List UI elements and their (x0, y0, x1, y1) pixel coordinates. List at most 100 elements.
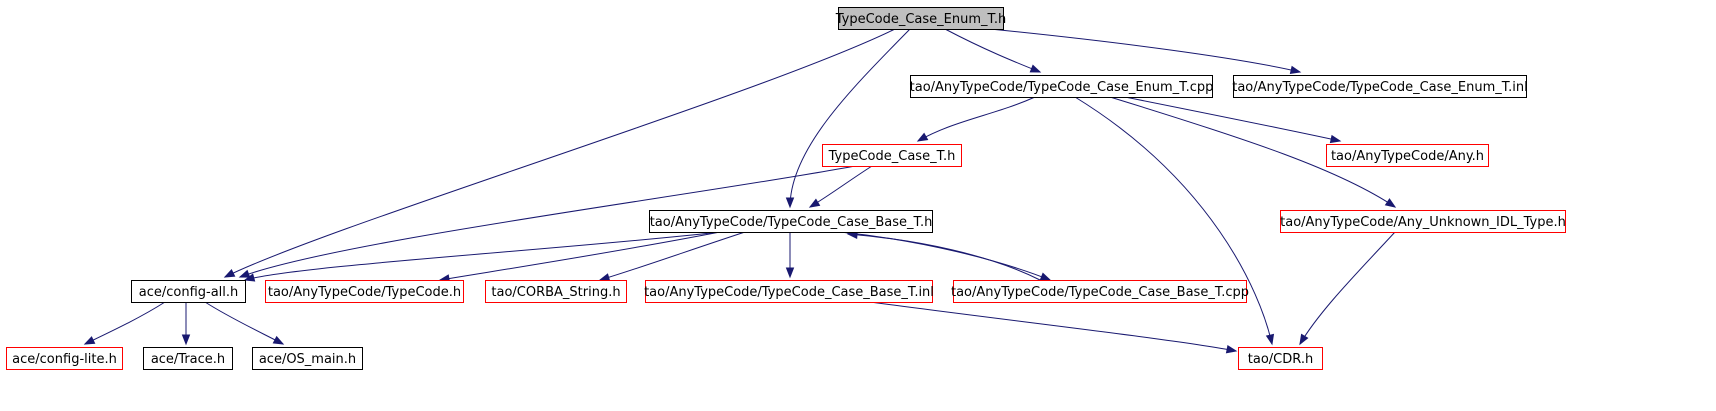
node-label[interactable]: ace/config-all.h (139, 285, 239, 300)
arrowhead-icon (243, 273, 256, 282)
edge-line (1124, 96, 1341, 142)
node-config-all-h[interactable]: ace/config-all.h (131, 280, 246, 303)
node-box[interactable] (953, 280, 1247, 303)
node-box[interactable] (1238, 347, 1323, 370)
node-label[interactable]: tao/CDR.h (1248, 352, 1313, 367)
node-label[interactable]: tao/CORBA_String.h (491, 285, 620, 300)
node-box[interactable] (143, 347, 233, 370)
edge-case_t_h-to-case_base_h (808, 165, 873, 208)
node-label[interactable]: tao/AnyTypeCode/Any.h (1331, 149, 1484, 164)
edge-case_enum_cpp-to-any_h (1124, 96, 1342, 144)
node-case-enum-cpp[interactable]: tao/AnyTypeCode/TypeCode_Case_Enum_T.cpp (910, 75, 1214, 98)
arrowhead-icon (83, 336, 96, 345)
arrowhead-icon (1299, 333, 1309, 346)
node-box[interactable] (822, 144, 962, 167)
edge-line (239, 165, 856, 278)
edges-layer (83, 28, 1397, 354)
arrowhead-icon (272, 335, 285, 345)
node-label[interactable]: tao/AnyTypeCode/TypeCode_Case_Base_T.cpp (951, 285, 1249, 300)
arrowhead-icon (1384, 198, 1397, 208)
edge-line (244, 231, 721, 281)
node-case-t-h[interactable]: TypeCode_Case_T.h (822, 144, 962, 167)
edge-line (224, 28, 896, 278)
node-box[interactable] (252, 347, 363, 370)
node-box[interactable] (6, 347, 123, 370)
edge-config_all_h-to-trace_h (181, 302, 191, 346)
nodes-layer: TypeCode_Case_Enum_T.h tao/AnyTypeCode/Ty… (6, 7, 1566, 370)
node-config-lite-h[interactable]: ace/config-lite.h (6, 347, 123, 370)
edge-line (944, 28, 1041, 73)
node-label[interactable]: TypeCode_Case_T.h (828, 149, 956, 164)
node-box[interactable] (265, 280, 464, 303)
node-label[interactable]: ace/Trace.h (151, 352, 225, 367)
arrowhead-icon (785, 267, 795, 279)
arrowhead-icon (181, 334, 191, 346)
edge-line (917, 96, 1036, 142)
arrowhead-icon (598, 273, 611, 282)
node-case-base-cpp[interactable]: tao/AnyTypeCode/TypeCode_Case_Base_T.cpp (951, 280, 1249, 303)
node-trace-h[interactable]: ace/Trace.h (143, 347, 233, 370)
edge-case_base_h-to-typecode_h (438, 231, 721, 283)
edge-config_all_h-to-config_lite_h (83, 301, 166, 345)
edge-case_base_h-to-case_base_inl (785, 231, 795, 279)
edge-root-to-case_enum_inl (989, 28, 1302, 74)
node-box[interactable] (910, 75, 1213, 98)
node-label[interactable]: tao/AnyTypeCode/Any_Unknown_IDL_Type.h (1280, 215, 1566, 230)
edge-config_all_h-to-os_main_h (204, 301, 285, 345)
arrowhead-icon (1029, 64, 1042, 73)
edge-line (84, 301, 166, 345)
node-root[interactable]: TypeCode_Case_Enum_T.h (835, 7, 1007, 30)
edge-case_enum_cpp-to-any_unknown_h (1109, 96, 1397, 208)
node-box[interactable] (131, 280, 246, 303)
node-corba-string-h[interactable]: tao/CORBA_String.h (485, 280, 627, 303)
edge-case_enum_cpp-to-case_t_h (916, 96, 1036, 142)
node-label[interactable]: tao/AnyTypeCode/TypeCode_Case_Enum_T.inl (1232, 80, 1528, 95)
arrowhead-icon (808, 198, 821, 208)
edge-line (989, 28, 1301, 73)
node-box[interactable] (838, 7, 1004, 30)
node-box[interactable] (1233, 75, 1527, 98)
node-case-enum-inl[interactable]: tao/AnyTypeCode/TypeCode_Case_Enum_T.inl (1232, 75, 1528, 98)
node-box[interactable] (485, 280, 627, 303)
arrowhead-icon (238, 269, 251, 278)
node-box[interactable] (1280, 210, 1566, 233)
node-any-unknown-h[interactable]: tao/AnyTypeCode/Any_Unknown_IDL_Type.h (1280, 210, 1566, 233)
edge-line (839, 231, 1051, 281)
edge-line (1109, 96, 1396, 208)
arrowhead-icon (1329, 134, 1342, 144)
arrowhead-icon (1225, 345, 1238, 354)
edge-case_base_h-to-corba_string_h (598, 231, 746, 282)
node-label[interactable]: ace/OS_main.h (259, 352, 356, 367)
edge-line (847, 233, 1041, 281)
node-label[interactable]: tao/AnyTypeCode/TypeCode_Case_Enum_T.cpp (910, 80, 1214, 95)
edge-case_base_h-to-config_all_h (243, 231, 721, 282)
node-os-main-h[interactable]: ace/OS_main.h (252, 347, 363, 370)
node-label[interactable]: tao/AnyTypeCode/TypeCode_Case_Base_T.h (650, 215, 933, 230)
node-box[interactable] (645, 280, 933, 303)
edge-line (439, 231, 721, 281)
node-box[interactable] (649, 210, 933, 233)
arrowhead-icon (223, 268, 236, 278)
arrowhead-icon (1289, 65, 1302, 74)
edge-line (1074, 96, 1273, 345)
edge-line (1299, 231, 1396, 345)
edge-line (789, 28, 911, 208)
node-typecode-h[interactable]: tao/AnyTypeCode/TypeCode.h (265, 280, 464, 303)
edge-any_unknown_h-to-cdr_h (1299, 231, 1396, 346)
node-any-h[interactable]: tao/AnyTypeCode/Any.h (1326, 144, 1489, 167)
node-cdr-h[interactable]: tao/CDR.h (1238, 347, 1323, 370)
node-case-base-inl[interactable]: tao/AnyTypeCode/TypeCode_Case_Base_T.inl (644, 280, 934, 303)
edge-root-to-config_all_h (223, 28, 896, 278)
node-label[interactable]: tao/AnyTypeCode/TypeCode_Case_Base_T.inl (644, 285, 934, 300)
node-case-base-h[interactable]: tao/AnyTypeCode/TypeCode_Case_Base_T.h (649, 210, 933, 233)
edge-case_enum_cpp-to-cdr_h (1074, 96, 1275, 346)
node-label[interactable]: ace/config-lite.h (12, 352, 117, 367)
edge-root-to-case_base_h (785, 28, 911, 209)
edge-line (869, 301, 1237, 352)
node-box[interactable] (1326, 144, 1489, 167)
edge-line (599, 231, 746, 281)
node-label[interactable]: TypeCode_Case_Enum_T.h (835, 12, 1007, 27)
edge-case_base_cpp-to-case_base_h (846, 230, 1041, 281)
node-label[interactable]: tao/AnyTypeCode/TypeCode.h (268, 285, 461, 300)
